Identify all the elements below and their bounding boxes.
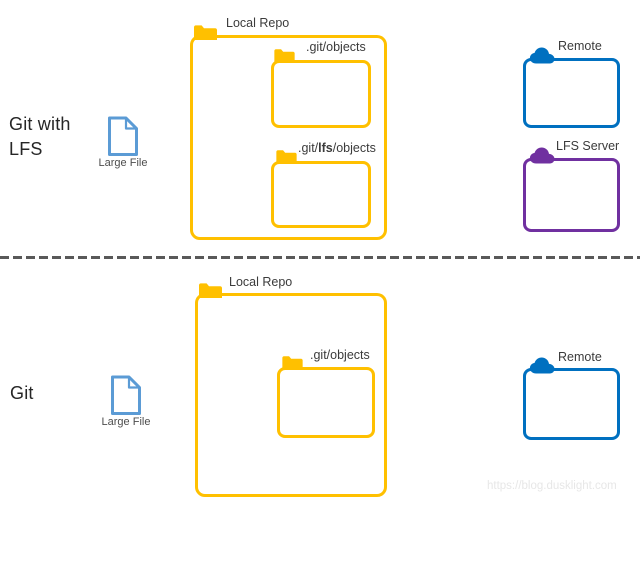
folder-icon: [273, 48, 296, 63]
lfs-server-label: LFS Server: [556, 139, 620, 153]
remote-box: [523, 58, 620, 128]
watermark-url: https://blog.dusklight.com: [487, 480, 617, 492]
git-objects-box: [271, 60, 371, 128]
local-repo-label: Local Repo: [226, 16, 290, 30]
section-title-git-lfs: Git with LFS: [9, 112, 71, 162]
large-file-icon: [109, 375, 143, 416]
cloud-icon: [527, 356, 557, 374]
title-line-2: LFS: [9, 139, 43, 159]
lfs-label-suffix: /objects: [332, 141, 376, 155]
section-divider: [0, 256, 640, 259]
git-objects-label: .git/objects: [310, 348, 370, 362]
git-objects-label: .git/objects: [306, 40, 366, 54]
large-file-icon: [106, 116, 140, 157]
folder-icon: [193, 24, 218, 41]
lfs-server-box: [523, 158, 620, 232]
lfs-label-bold: lfs: [318, 141, 333, 155]
cloud-icon: [527, 146, 557, 164]
title-line-1: Git with: [9, 114, 71, 134]
large-file-label: Large File: [101, 416, 151, 428]
git-objects-box: [277, 367, 375, 438]
remote-label: Remote: [558, 350, 602, 364]
git-lfs-objects-box: [271, 161, 371, 228]
lfs-label-prefix: .git/: [298, 141, 319, 155]
folder-icon: [281, 355, 304, 370]
remote-label: Remote: [558, 39, 602, 53]
cloud-icon: [527, 46, 557, 64]
git-lfs-objects-label: .git/lfs/objects: [298, 141, 376, 155]
remote-box: [523, 368, 620, 440]
title-line-1: Git: [10, 383, 34, 403]
large-file-label: Large File: [98, 157, 148, 169]
section-title-git: Git: [10, 381, 34, 406]
local-repo-label: Local Repo: [229, 275, 293, 289]
folder-icon: [198, 282, 223, 299]
folder-icon: [275, 149, 298, 164]
